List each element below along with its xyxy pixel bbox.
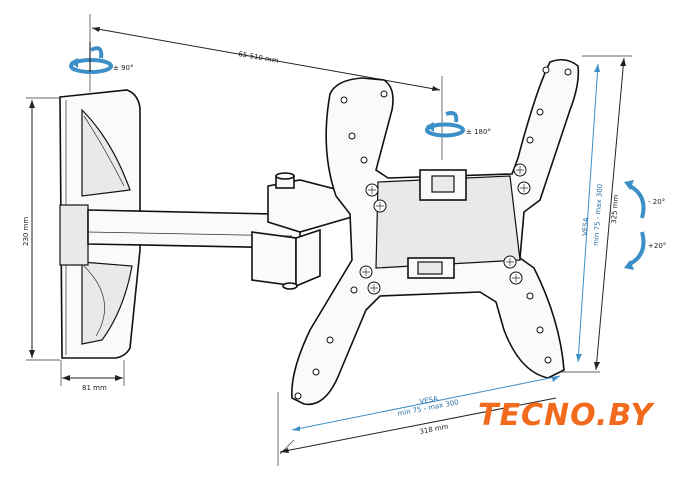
plate-height-dimension: 325 mm [560, 55, 632, 373]
plate-height-label: 325 mm [610, 194, 620, 224]
wall-width-dimension: 81 mm [60, 360, 125, 392]
vesa-horizontal-title: VESA [419, 395, 439, 406]
swivel-arm-label: ± 90° [113, 64, 134, 72]
vesa-vertical-dimension: VESA min 75 - max 300 [576, 63, 604, 363]
reach-label: 65-510 mm [238, 50, 280, 65]
tilt-up-label: - 20° [648, 198, 665, 206]
screw-icon [359, 163, 531, 295]
vesa-vertical-title: VESA [581, 217, 590, 236]
tilt-up-arrow-icon [624, 180, 646, 219]
swivel-plate-arrow-icon [425, 111, 465, 138]
tecno-by-logo: TECNO.BY [478, 398, 654, 433]
plate-width-label: 318 mm [419, 422, 449, 435]
swivel-arm-arrow-icon [69, 42, 113, 74]
tv-mount-plate [291, 58, 580, 406]
tilt-down-label: +20° [648, 242, 666, 250]
wall-width-label: 81 mm [82, 384, 107, 392]
vesa-vertical-range: min 75 - max 300 [592, 184, 604, 247]
tilt-down-arrow-icon [624, 231, 646, 270]
wall-height-dimension: 230 mm [22, 97, 60, 361]
wall-height-label: 230 mm [22, 217, 30, 246]
swivel-plate-label: ± 180° [466, 128, 491, 136]
